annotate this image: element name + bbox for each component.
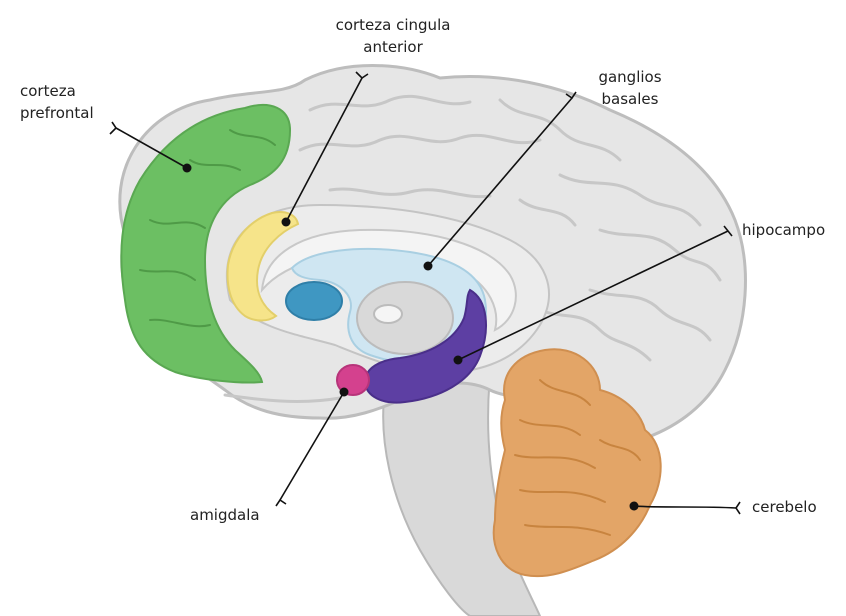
label-basal-ganglia-line2: basales [580,88,680,110]
thalamus-inner [374,305,402,323]
label-amygdala: amigdala [190,504,260,526]
label-hippocampus: hipocampo [742,219,825,241]
caudate-head [286,282,342,320]
label-basal-ganglia: ganglios basales [580,66,680,110]
label-cingulate: corteza cingula anterior [318,14,468,58]
label-cingulate-line1: corteza cingula [318,14,468,36]
label-prefrontal-line2: prefrontal [20,102,94,124]
label-cerebellum: cerebelo [752,496,817,518]
label-basal-ganglia-line1: ganglios [580,66,680,88]
thalamus [357,282,453,354]
label-prefrontal: corteza prefrontal [20,80,94,124]
label-prefrontal-line1: corteza [20,80,94,102]
label-cingulate-line2: anterior [318,36,468,58]
